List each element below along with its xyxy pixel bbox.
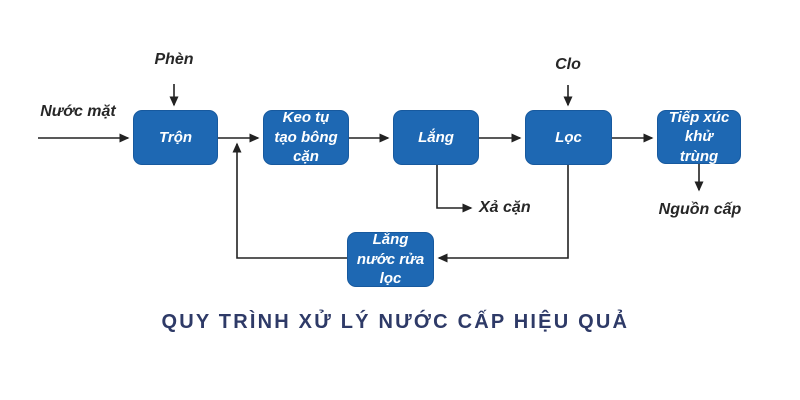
process-box-keo-tu-tao-bong-can: Keo tụ tạo bông cặn [263, 109, 349, 166]
input-label-clo: Clo [555, 56, 581, 73]
diagram-title: QUY TRÌNH XỬ LÝ NƯỚC CẤP HIỆU QUẢ [161, 311, 630, 333]
process-box-label: Lắng nước rửa lọc [356, 231, 425, 288]
process-box-tron: Trộn [133, 110, 218, 165]
output-label-nguon-cap: Nguồn cấp [658, 201, 742, 218]
process-box-label: Lọc [555, 128, 582, 146]
process-box-tiep-xuc-khu-trung: Tiếp xúc khử trùng [657, 108, 741, 165]
process-box-label: Keo tụ tạo bông cặn [274, 109, 338, 166]
arrow-lang-to-xa-can [436, 165, 473, 213]
process-box-label: Tiếp xúc khử trùng [668, 108, 730, 165]
process-box-label: Trộn [158, 128, 193, 146]
process-box-loc: Lọc [525, 110, 612, 165]
output-label-xa-can: Xả cặn [479, 199, 531, 216]
input-label-nuoc-mat: Nước mặt [40, 103, 116, 120]
input-label-phen: Phèn [154, 51, 194, 68]
process-box-lang-nuoc-rua-loc: Lắng nước rửa lọc [347, 231, 434, 288]
process-box-lang: Lắng [393, 110, 479, 165]
process-box-label: Lắng [418, 128, 454, 146]
